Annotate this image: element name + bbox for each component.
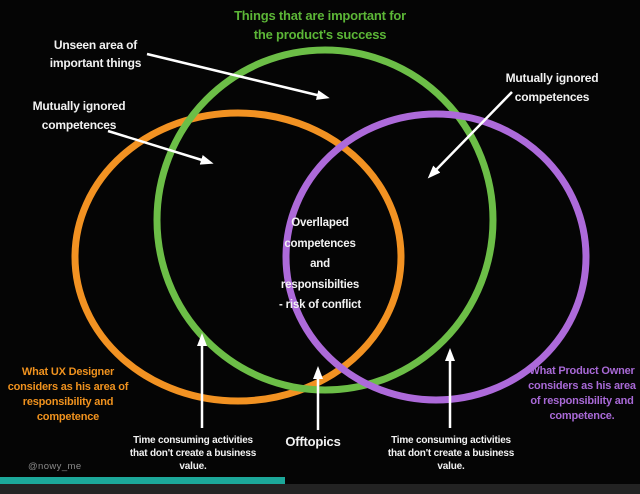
diagram-title: Things that are important for the produc… (150, 6, 490, 44)
label-ux-designer: What UX Designer considers as his area o… (0, 365, 138, 425)
arrow-unseen-area (146, 52, 330, 100)
mutual-left-line-2: competences (41, 118, 117, 132)
label-time-consuming-left: Time consuming activities that don't cre… (120, 434, 266, 473)
mutual-left-line-1: Mutually ignored (32, 99, 126, 113)
ux-line-1: What UX Designer (21, 366, 115, 378)
circle-ux-designer (71, 109, 405, 405)
time-right-line-3: value. (437, 461, 465, 472)
arrow-mutually-ignored-left (107, 129, 214, 165)
player-progress-track[interactable] (0, 484, 640, 494)
ux-line-2: considers as his area of (7, 381, 129, 393)
label-overlapped-competences: Overllaped competences and responsibilti… (235, 213, 405, 316)
po-line-2: considers as his area (528, 380, 636, 392)
center-line-3: and (310, 258, 330, 270)
time-left-line-3: value. (179, 461, 207, 472)
po-line-1: What Product Owner (529, 365, 635, 377)
label-unseen-area: Unseen area of important things (13, 36, 178, 72)
label-product-owner: What Product Owner considers as his area… (512, 364, 640, 424)
unseen-line-2: important things (49, 56, 142, 70)
ux-line-3: responsibility and (22, 396, 114, 408)
time-right-line-2: that don't create a business (387, 448, 515, 459)
time-left-line-1: Time consuming activities (133, 435, 253, 446)
center-line-4: responsibilties (280, 278, 360, 291)
center-line-5: - risk of conflict (278, 299, 362, 311)
label-mutually-ignored-left: Mutually ignored competences (0, 97, 158, 135)
label-time-consuming-right: Time consuming activities that don't cre… (378, 434, 524, 473)
ux-line-4: competence (36, 411, 100, 423)
title-line-1: Things that are important for (234, 8, 406, 23)
center-line-1: Overllaped (291, 217, 349, 229)
label-mutually-ignored-right: Mutually ignored competences (467, 69, 637, 107)
mutual-right-line-2: competences (514, 90, 590, 104)
circle-important-things (153, 46, 497, 394)
po-line-3: of responsibility and (530, 395, 634, 407)
center-line-2: competences (284, 237, 356, 250)
po-line-4: competence. (549, 410, 615, 422)
circle-product-owner (282, 110, 590, 404)
time-left-line-2: that don't create a business (129, 448, 257, 459)
arrow-mutually-ignored-right (427, 91, 513, 179)
unseen-line-1: Unseen area of (53, 38, 138, 52)
player-progress-bar[interactable] (0, 477, 285, 484)
watermark: @nowy_me (28, 461, 82, 472)
label-offtopics: Offtopics (285, 434, 341, 449)
time-right-line-1: Time consuming activities (391, 435, 511, 446)
mutual-right-line-1: Mutually ignored (505, 71, 599, 85)
title-line-2: the product's success (253, 27, 387, 42)
